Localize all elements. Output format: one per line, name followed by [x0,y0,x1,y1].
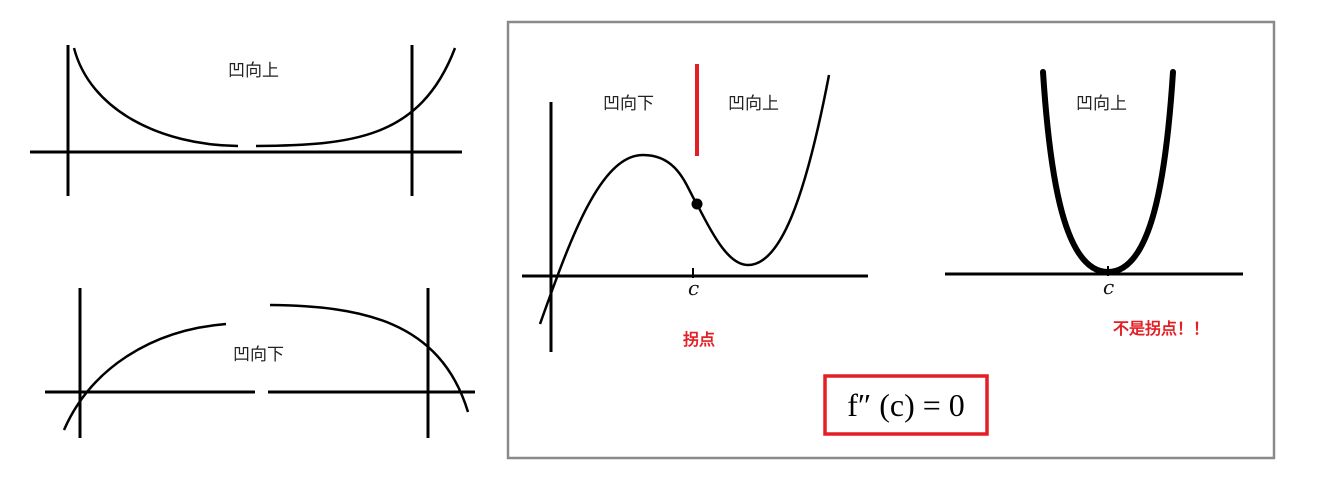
not-inflection-caption: 不是拐点！！ [1113,319,1209,338]
concave-up-label: 凹向上 [1076,94,1127,114]
formula-box: f″ (c) = 0 [823,374,989,436]
concave-down-label: 凹向下 [233,345,284,365]
concave-up-curve-left [72,47,239,148]
concave-up-curve-right [255,47,457,148]
concave-up-region-label: 凹向上 [728,94,779,114]
non-inflection-graph: 凹向上 c 不是拐点！！ [945,69,1243,338]
cubic-curve [538,74,831,325]
concave-up-label: 凹向上 [228,61,279,81]
c-label: c [688,276,699,300]
concave-down-figure: 凹向下 [45,288,475,438]
second-derivative-formula: f″ (c) = 0 [847,387,965,423]
concave-down-region-label: 凹向下 [603,94,654,114]
right-panel-frame [506,20,1276,460]
formula-frame [823,374,989,436]
inflection-graph: 凹向下 凹向上 c 拐点 [522,64,868,352]
inflection-point-dot [691,198,703,210]
concave-down-curve-right [269,303,470,413]
concave-up-figure: 凹向上 [30,45,462,196]
concave-down-curve-left [62,322,227,431]
c-label: c [1103,275,1114,299]
quartic-curve [1040,69,1176,276]
inflection-caption: 拐点 [683,330,715,349]
